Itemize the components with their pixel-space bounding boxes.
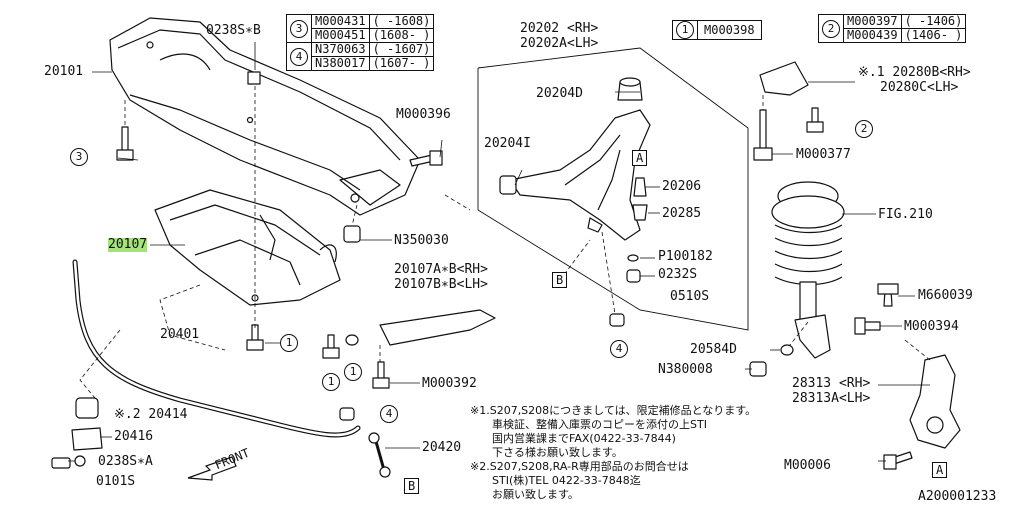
part-label-20204d[interactable]: 20204D bbox=[536, 86, 583, 101]
part-label-20202a[interactable]: 20202A<LH> bbox=[520, 36, 599, 51]
ref-num-3: 3 bbox=[290, 19, 308, 38]
bracket-20280 bbox=[759, 61, 809, 96]
part-label-20401[interactable]: 20401 bbox=[160, 327, 200, 342]
part-label-m660039[interactable]: M660039 bbox=[918, 288, 973, 303]
diagram-id: A200001233 bbox=[918, 489, 997, 504]
ref-range: (1608- ) bbox=[368, 28, 435, 43]
part-label-20285[interactable]: 20285 bbox=[662, 206, 702, 221]
callout-3: 3 bbox=[70, 148, 88, 166]
knuckle-28313 bbox=[909, 354, 961, 449]
lower-arm-group-frame bbox=[477, 47, 749, 331]
ref-code: M000451 bbox=[311, 28, 370, 43]
part-label-20107a-b[interactable]: 20107A∗B<RH> bbox=[394, 262, 488, 277]
part-label-20584d[interactable]: 20584D bbox=[690, 342, 737, 357]
ref-box-b: B bbox=[552, 272, 568, 288]
ref-code: N370063 bbox=[311, 42, 370, 57]
ref-table-3: 3 M000431( -1608) M000451(1608- ) 4 N370… bbox=[286, 14, 435, 71]
part-label-0232s[interactable]: 0232S bbox=[658, 267, 698, 282]
bushing-20414 bbox=[75, 397, 99, 419]
front-arrow bbox=[187, 456, 237, 481]
support-plate bbox=[379, 309, 496, 346]
note-line-7: お願い致します。 bbox=[492, 488, 579, 501]
part-label-n350030[interactable]: N350030 bbox=[394, 233, 449, 248]
ball-joint-parts bbox=[626, 177, 648, 283]
ref-range: (1406- ) bbox=[900, 28, 967, 43]
part-label-20107b-b[interactable]: 20107B∗B<LH> bbox=[394, 277, 488, 292]
callout-4: 4 bbox=[610, 340, 628, 358]
note-line-5: ※2.S207,S208,RA-R専用部品のお問合せは bbox=[470, 460, 689, 473]
part-label-m000396[interactable]: M000396 bbox=[396, 107, 451, 122]
ref-box-b: B bbox=[404, 478, 420, 494]
part-label-20280c[interactable]: 20280C<LH> bbox=[880, 80, 959, 95]
note-line-4: 下さる様お願い致します。 bbox=[492, 446, 623, 459]
part-label-20206[interactable]: 20206 bbox=[662, 179, 702, 194]
ref-table-2: 2 M000397( -1406) M000439(1406- ) bbox=[818, 14, 967, 43]
lower-arm-20202 bbox=[499, 109, 651, 241]
clamp-20416 bbox=[71, 427, 103, 451]
ref-code: N380017 bbox=[311, 56, 370, 71]
ref-range: ( -1406) bbox=[900, 14, 967, 29]
part-label-p100182[interactable]: P100182 bbox=[658, 249, 713, 264]
leader-lines bbox=[68, 42, 930, 462]
part-label-m00006[interactable]: M00006 bbox=[784, 458, 831, 473]
part-label-20414[interactable]: ※.2 20414 bbox=[114, 407, 188, 422]
ref-box-a: A bbox=[632, 150, 648, 166]
part-label-20101[interactable]: 20101 bbox=[44, 64, 84, 79]
callout-4: 4 bbox=[380, 405, 398, 423]
ref-num-1: 1 bbox=[676, 21, 694, 39]
part-label-fig210[interactable]: FIG.210 bbox=[878, 207, 933, 222]
ref-range: ( -1607) bbox=[368, 42, 435, 57]
ref-num-2: 2 bbox=[822, 19, 840, 38]
part-label-20204i[interactable]: 20204I bbox=[484, 136, 531, 151]
part-label-m000377[interactable]: M000377 bbox=[796, 147, 851, 162]
note-line-1: ※1.S207,S208につきましては、限定補修品となります。 bbox=[470, 404, 757, 417]
callout-1: 1 bbox=[280, 334, 298, 352]
part-label-20202[interactable]: 20202 <RH> bbox=[520, 21, 599, 36]
part-label-0238s-b[interactable]: 0238S∗B bbox=[206, 23, 261, 38]
ref-range: ( -1608) bbox=[368, 14, 435, 29]
ref-code: M000439 bbox=[843, 28, 902, 43]
stabilizer-link-20420 bbox=[373, 437, 386, 471]
note-line-2: 車検証、整備入庫票のコピーを添付の上STI bbox=[492, 418, 707, 431]
strut-assembly bbox=[771, 181, 845, 359]
part-label-0510s[interactable]: 0510S bbox=[670, 289, 710, 304]
part-label-20107-highlighted[interactable]: 20107 bbox=[108, 237, 148, 252]
ref-table-1: 1 M000398 bbox=[672, 20, 762, 40]
crossmember-20101 bbox=[109, 17, 421, 216]
part-label-28313a[interactable]: 28313A<LH> bbox=[792, 391, 871, 406]
ref-code: M000398 bbox=[697, 20, 762, 40]
ref-code: M000397 bbox=[843, 14, 902, 29]
part-label-0238s-a[interactable]: 0238S∗A bbox=[98, 454, 153, 469]
callout-1: 1 bbox=[344, 363, 362, 381]
part-label-m000394[interactable]: M000394 bbox=[904, 319, 959, 334]
part-label-20416[interactable]: 20416 bbox=[114, 429, 154, 444]
note-line-3: 国内営業課までFAX(0422-33-7844) bbox=[492, 432, 676, 445]
subframe-20107 bbox=[154, 189, 341, 306]
ref-box-a: A bbox=[932, 462, 948, 478]
callout-2: 2 bbox=[855, 120, 873, 138]
note-line-6: STI(株)TEL 0422-33-7848迄 bbox=[492, 474, 641, 487]
callout-1: 1 bbox=[322, 373, 340, 391]
part-label-0101s[interactable]: 0101S bbox=[96, 474, 136, 489]
part-label-20280b[interactable]: ※.1 20280B<RH> bbox=[858, 65, 971, 80]
ref-code: M000431 bbox=[311, 14, 370, 29]
part-label-28313[interactable]: 28313 <RH> bbox=[792, 376, 871, 391]
part-label-n380008[interactable]: N380008 bbox=[658, 362, 713, 377]
part-label-m000392[interactable]: M000392 bbox=[422, 376, 477, 391]
part-label-20420[interactable]: 20420 bbox=[422, 440, 462, 455]
ref-range: (1607- ) bbox=[368, 56, 435, 71]
bolts bbox=[51, 71, 913, 470]
ref-num-4: 4 bbox=[290, 47, 308, 66]
